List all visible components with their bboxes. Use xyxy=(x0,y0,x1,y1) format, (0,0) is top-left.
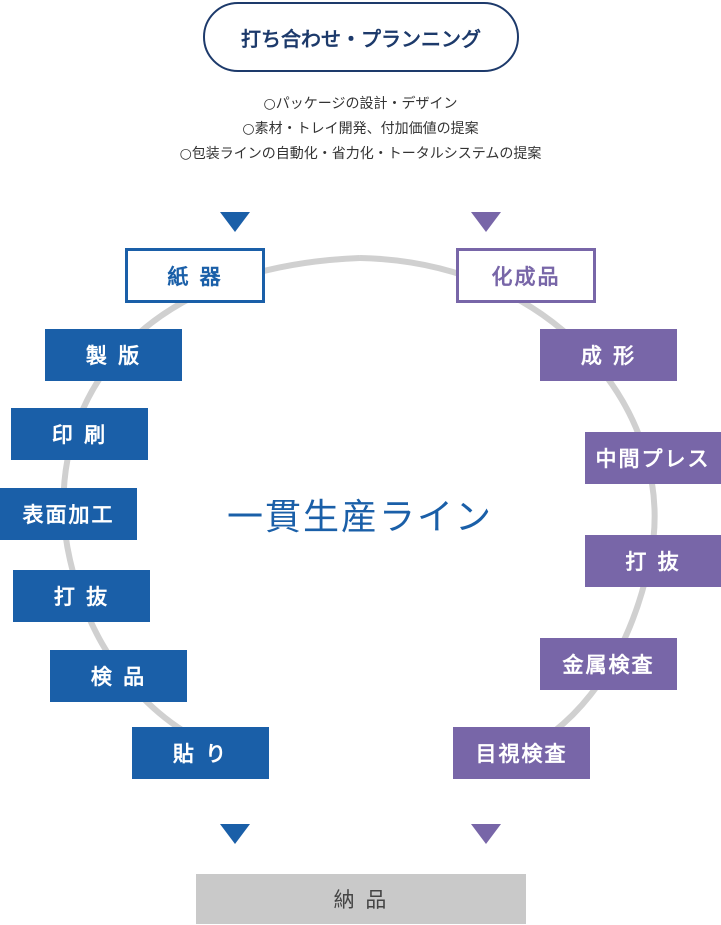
bullet-design: ○パッケージの設計・デザイン xyxy=(263,96,458,112)
arrow-down-left-bottom-icon xyxy=(220,824,250,844)
step-metal-detection: 金属検査 xyxy=(540,638,677,690)
step-die-cutting-right: 打 抜 xyxy=(585,535,721,587)
step-visual-inspection: 目視検査 xyxy=(453,727,590,779)
bullet-material: ○素材・トレイ開発、付加価値の提案 xyxy=(242,121,479,137)
step-printing: 印 刷 xyxy=(11,408,148,460)
step-gluing: 貼 り xyxy=(132,727,269,779)
step-die-cutting-left: 打 抜 xyxy=(13,570,150,622)
arrow-down-right-top-icon xyxy=(471,212,501,232)
arrow-down-left-top-icon xyxy=(220,212,250,232)
bullet-automation: ○包装ラインの自動化・省力化・トータルシステムの提案 xyxy=(179,146,542,162)
head-paper-box: 紙 器 xyxy=(125,248,265,303)
step-platemaking: 製 版 xyxy=(45,329,182,381)
step-forming: 成 形 xyxy=(540,329,677,381)
arrow-down-right-bottom-icon xyxy=(471,824,501,844)
delivery-box: 納 品 xyxy=(196,874,526,924)
step-inspection-left: 検 品 xyxy=(50,650,187,702)
planning-pill: 打ち合わせ・プランニング xyxy=(203,2,519,72)
planning-bullets: ○パッケージの設計・デザイン ○素材・トレイ開発、付加価値の提案 ○包装ラインの… xyxy=(0,92,721,167)
center-label: 一貫生産ライン xyxy=(226,497,493,538)
step-intermediate-press: 中間プレス xyxy=(585,432,721,484)
step-surface-finishing: 表面加工 xyxy=(0,488,137,540)
head-chemical-box: 化成品 xyxy=(456,248,596,303)
